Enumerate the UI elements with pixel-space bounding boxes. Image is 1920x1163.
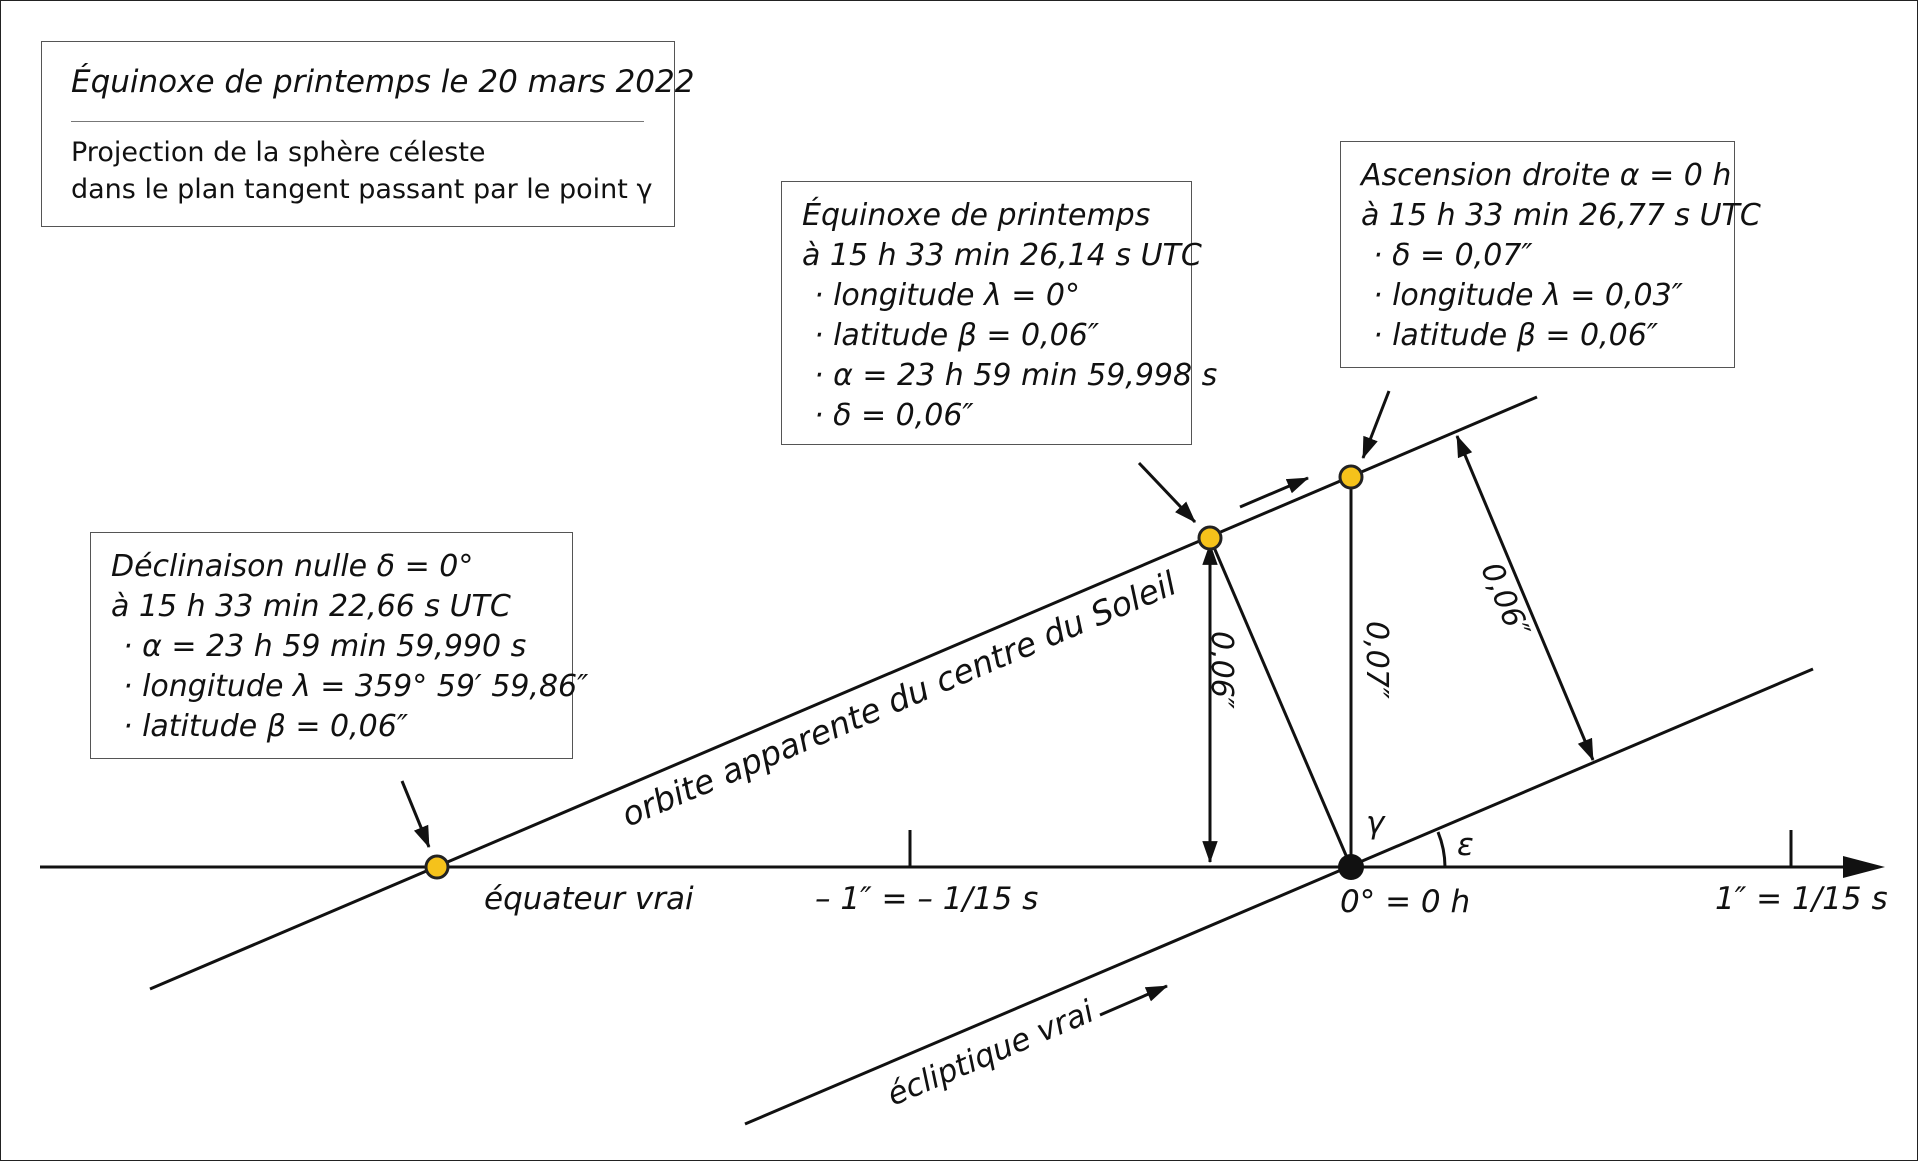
- subtitle-line-2: dans le plan tangent passant par le poin…: [71, 174, 653, 205]
- equator-arrowhead: [1843, 856, 1885, 878]
- orbit-label: orbite apparente du centre du Soleil: [616, 564, 1182, 835]
- title-text: Équinoxe de printemps le 20 mars 2022: [71, 64, 695, 100]
- equator-label: équateur vrai: [484, 881, 694, 917]
- equinox-line-3: · longitude λ = 0°: [814, 278, 1081, 313]
- equinox-line-4: · latitude β = 0,06″: [814, 318, 1100, 353]
- pointer-arrow-ascension: [1361, 390, 1391, 460]
- declinaison-line-4: · longitude λ = 359° 59′ 59,86″: [123, 669, 589, 704]
- declinaison-line-2: à 15 h 33 min 22,66 s UTC: [111, 589, 511, 624]
- gamma-label: γ: [1366, 805, 1386, 841]
- declinaison-line-3: · α = 23 h 59 min 59,990 s: [123, 629, 527, 664]
- equinox-line-2: à 15 h 33 min 26,14 s UTC: [802, 238, 1202, 273]
- point-ascension: [1338, 464, 1364, 490]
- equinox-line-5: · α = 23 h 59 min 59,998 s: [814, 358, 1218, 393]
- ascension-line-5: · latitude β = 0,06″: [1373, 318, 1659, 353]
- title-divider: [71, 121, 644, 122]
- pointer-arrow-equinox: [1137, 461, 1197, 524]
- direction-arrow-ecliptic: [1099, 984, 1169, 1017]
- ascension-line-1: Ascension droite α = 0 h: [1361, 158, 1732, 193]
- orbit-line: [149, 395, 1538, 991]
- dim-label-007: 0,07″: [1359, 621, 1394, 700]
- declinaison-info-box: Déclinaison nulle δ = 0° à 15 h 33 min 2…: [90, 532, 589, 759]
- point-equinox: [1197, 525, 1223, 551]
- epsilon-arc: [1436, 831, 1447, 868]
- equinox-info-box: Équinoxe de printemps à 15 h 33 min 26,1…: [781, 181, 1218, 445]
- equinox-line-1: Équinoxe de printemps: [802, 198, 1151, 233]
- perpendicular-line: [1208, 537, 1353, 868]
- ascension-line-2: à 15 h 33 min 26,77 s UTC: [1361, 198, 1761, 233]
- point-gamma: [1338, 854, 1364, 880]
- ecliptic-line: [744, 667, 1814, 1126]
- declinaison-line-5: · latitude β = 0,06″: [123, 709, 409, 744]
- dim-arrow-006-right: [1455, 434, 1595, 762]
- tick-plus-label: 1″ = 1/15 s: [1715, 881, 1888, 917]
- tick-origin-label: 0° = 0 h: [1340, 884, 1470, 920]
- ascension-info-box: Ascension droite α = 0 h à 15 h 33 min 2…: [1340, 141, 1761, 368]
- subtitle-line-1: Projection de la sphère céleste: [71, 137, 486, 168]
- declinaison-line-1: Déclinaison nulle δ = 0°: [111, 549, 474, 584]
- equinox-line-6: · δ = 0,06″: [814, 398, 974, 433]
- title-box: Équinoxe de printemps le 20 mars 2022 Pr…: [41, 41, 695, 227]
- ascension-line-3: · δ = 0,07″: [1373, 238, 1533, 273]
- epsilon-label: ε: [1457, 827, 1474, 863]
- tick-minus-label: – 1″ = – 1/15 s: [815, 881, 1038, 917]
- ecliptic-label: écliptique vrai: [882, 993, 1100, 1113]
- ascension-line-4: · longitude λ = 0,03″: [1373, 278, 1683, 313]
- direction-arrow-orbit: [1239, 476, 1310, 509]
- dim-label-006-left: 0,06″: [1204, 631, 1239, 710]
- point-declinaison: [424, 854, 450, 880]
- pointer-arrow-declinaison: [400, 780, 431, 849]
